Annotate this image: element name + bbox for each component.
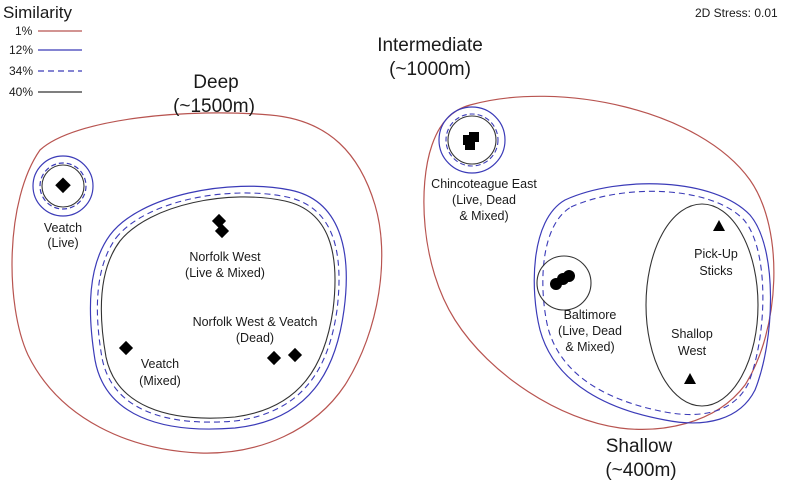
diamond-marker [266,350,282,366]
deep-1pct-outline [11,112,383,454]
diamond-marker [118,340,134,356]
label-veatch-mixed-2: (Mixed) [139,374,181,388]
circle-marker [563,270,575,282]
label-norfolk-veatch-2: (Dead) [236,331,274,345]
triangle-marker [713,220,725,231]
label-norfolk-west-2: (Live & Mixed) [185,266,265,280]
legend-label-34: 34% [9,64,33,78]
label-pickup-1: Pick-Up [694,247,738,261]
intermediate-depth: (~1000m) [389,59,471,80]
shallow-34pct-outline [542,190,764,416]
label-pickup-2: Sticks [699,264,732,278]
label-veatch-mixed-1: Veatch [141,357,179,371]
chincoteague-12pct-ring [438,106,506,174]
label-veatch-live-2: (Live) [47,236,78,250]
label-baltimore-2: (Live, Dead [558,324,622,338]
deep-main-34pct-outline [96,192,340,423]
veatch-live-12pct-ring [32,155,94,217]
diamond-marker [55,177,71,194]
square-marker [465,140,475,150]
veatch-live-40pct-ring [41,164,85,208]
deep-main-40pct-outline [100,196,336,419]
triangle-marker [684,373,696,384]
label-baltimore-1: Baltimore [564,308,617,322]
label-chincoteague-1: Chincoteague East [431,177,537,191]
chincoteague-34pct-ring [445,113,499,167]
label-norfolk-veatch-1: Norfolk West & Veatch [193,315,318,329]
legend-label-40: 40% [9,85,33,99]
label-baltimore-3: & Mixed) [565,340,614,354]
label-shallop-2: West [678,344,707,358]
deep-depth: (~1500m) [173,96,255,117]
shallow-depth: (~400m) [605,460,676,481]
label-norfolk-west-1: Norfolk West [189,250,261,264]
square-marker [469,132,479,142]
label-chincoteague-2: (Live, Dead [452,193,516,207]
diamond-marker [287,347,303,363]
similarity-legend: Similarity 1% 12% 34% 40% [3,3,82,99]
legend-label-12: 12% [9,43,33,57]
deep-title: Deep [193,72,238,93]
diamond-marker [214,223,230,239]
stress-label: 2D Stress: 0.01 [695,6,778,20]
chincoteague-40pct-ring [447,115,497,165]
shallow-title: Shallow [606,436,673,457]
label-veatch-live-1: Veatch [44,221,82,235]
intermediate-title: Intermediate [377,35,483,56]
legend-label-1: 1% [15,24,33,38]
legend-title: Similarity [3,3,72,22]
label-shallop-1: Shallop [671,327,713,341]
baltimore-40pct-ring [536,255,592,311]
deep-main-12pct-outline [89,185,347,430]
right-1pct-outline [423,95,775,430]
pickup-shallop-40pct-ring [645,203,759,407]
shallow-12pct-outline [533,183,772,424]
label-chincoteague-3: & Mixed) [459,209,508,223]
veatch-live-34pct-ring [39,162,87,210]
